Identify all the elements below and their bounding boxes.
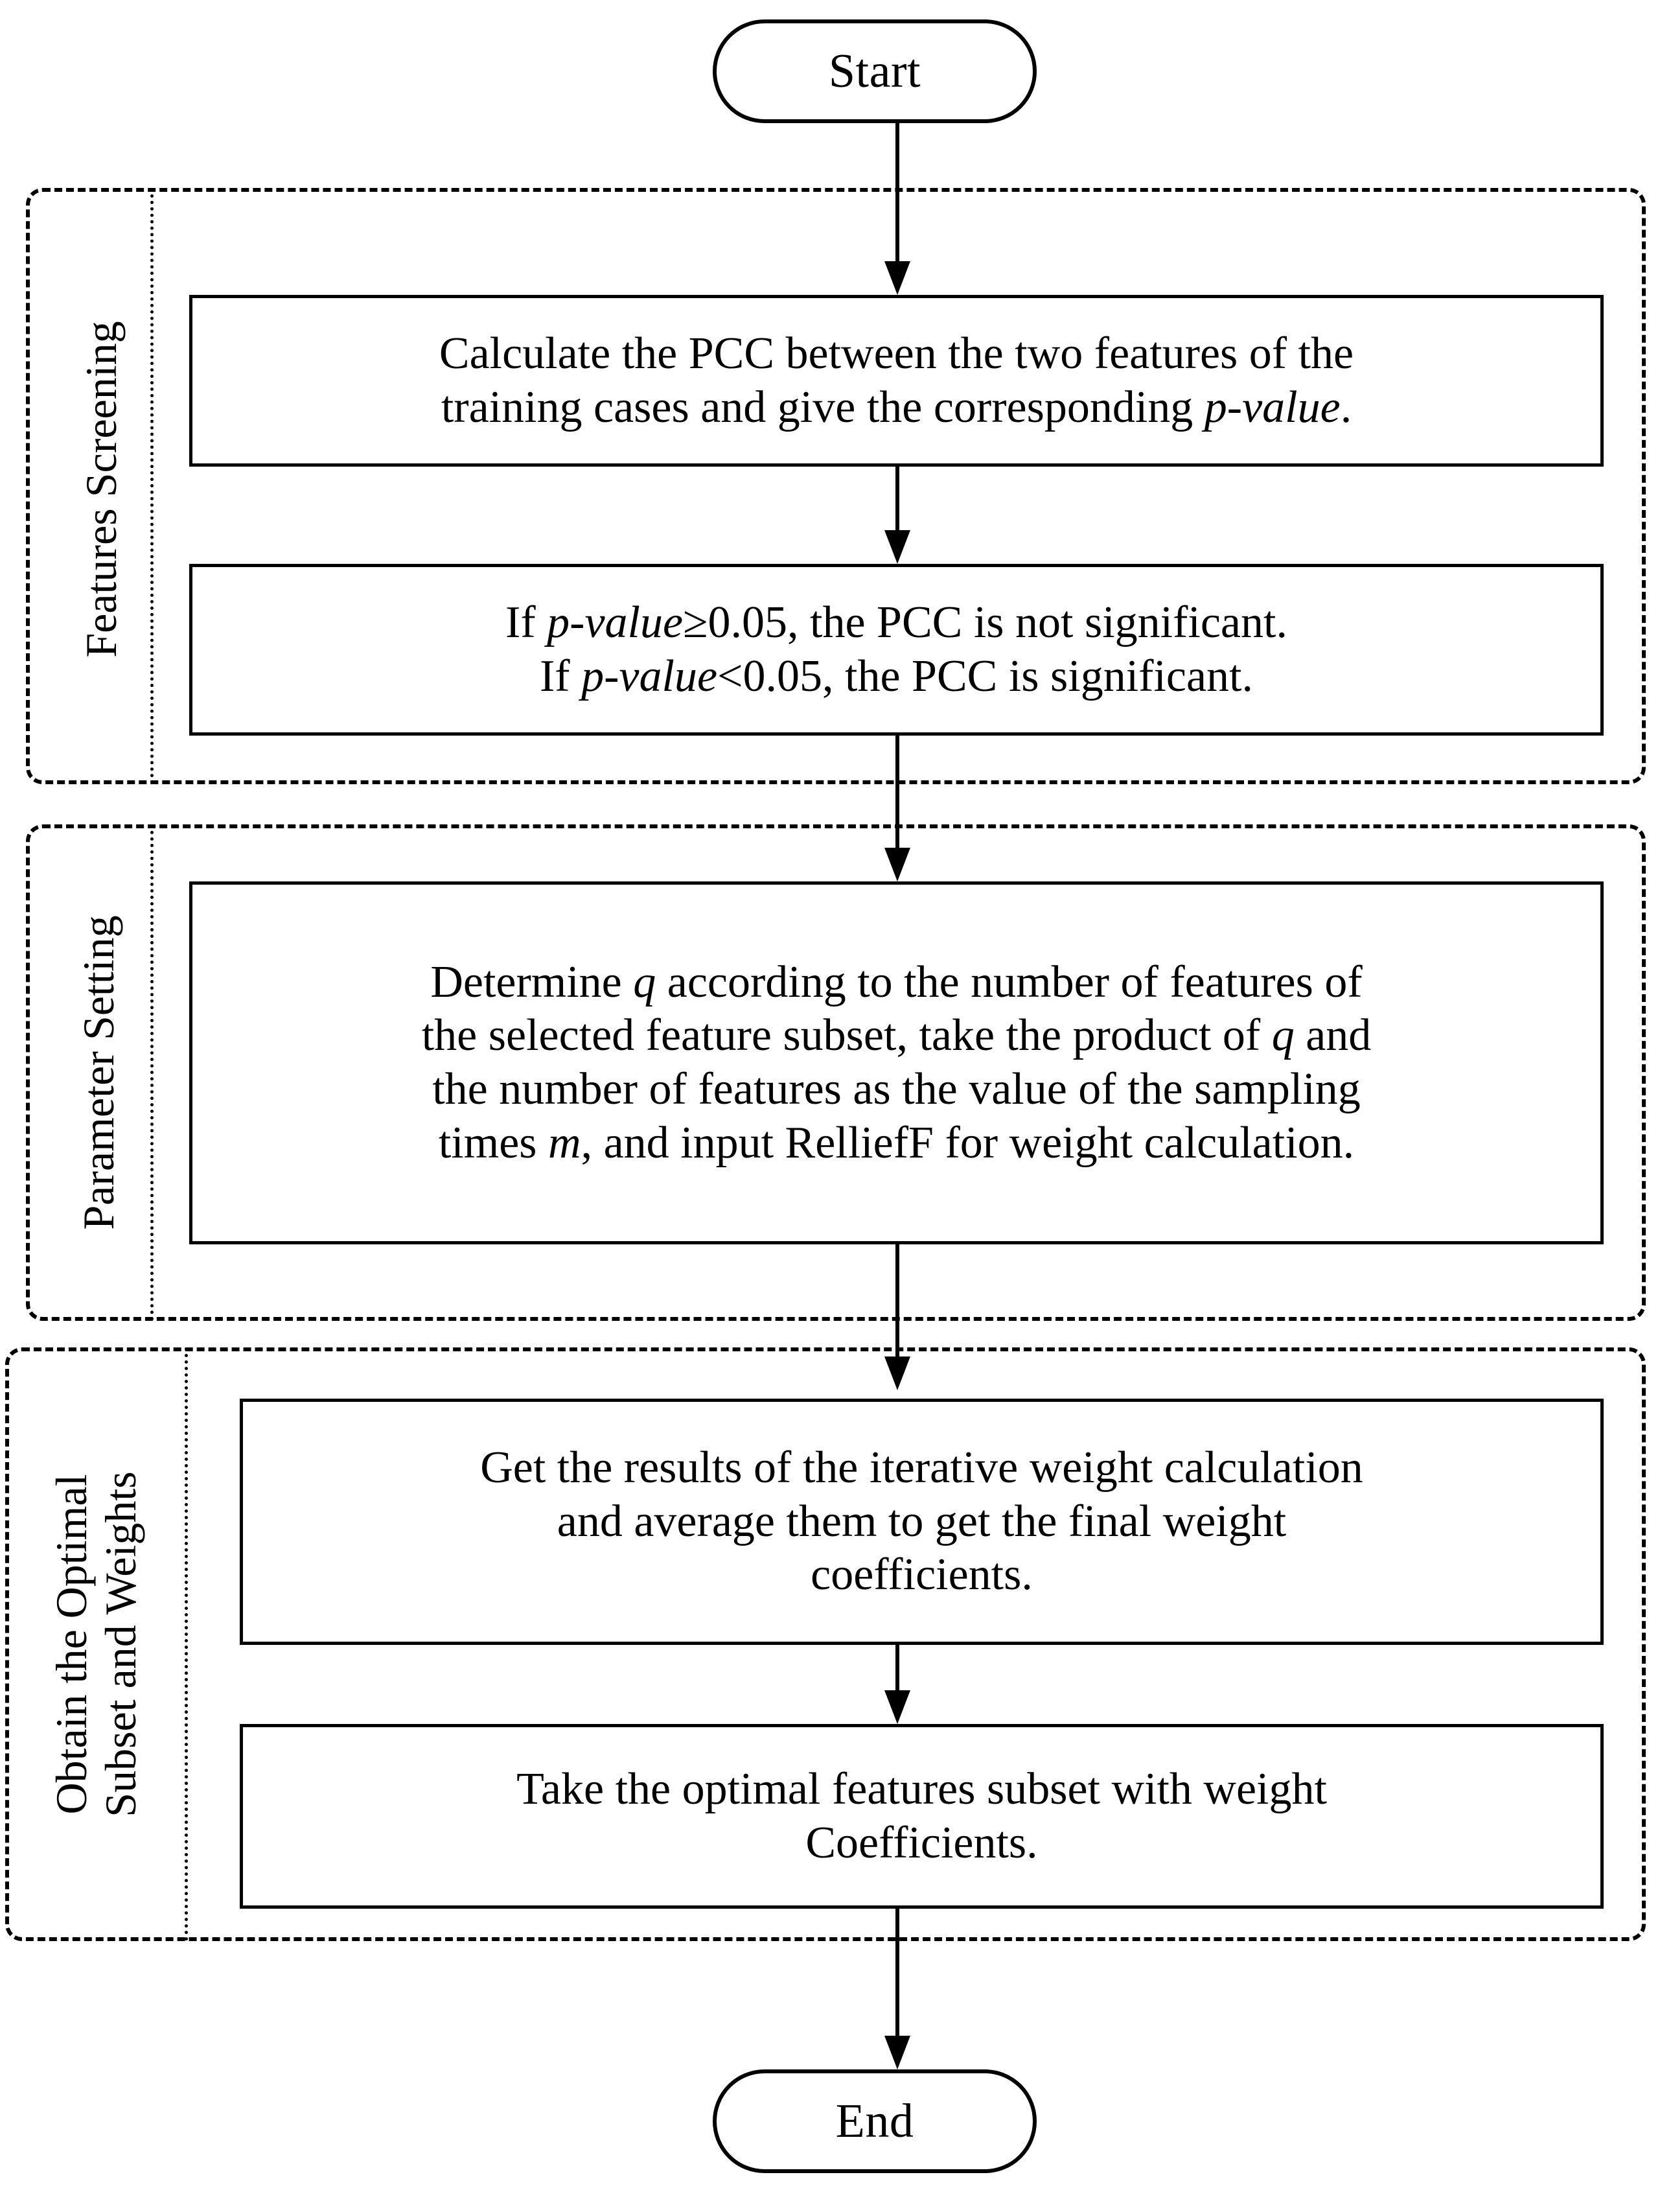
group-3-label: Obtain the Optimal Subset and Weights <box>44 1359 148 1929</box>
node-step4[interactable]: Get the results of the iterative weight … <box>240 1399 1604 1645</box>
connector-shaft <box>895 467 899 530</box>
connector-shaft <box>895 123 899 261</box>
node-step1-line2-a: training cases and give the correspondin… <box>441 382 1205 432</box>
node-step3-line4-b: , and input RelliefF for weight calculat… <box>581 1117 1355 1168</box>
group-2-label: Parameter Setting <box>73 915 123 1230</box>
node-step2-line1-b: ≥0.05, the PCC is not significant. <box>683 597 1287 647</box>
group-3-divider <box>185 1347 188 1941</box>
node-step3-line3: the number of features as the value of t… <box>432 1064 1361 1114</box>
connector-shaft <box>895 1909 899 2036</box>
arrowhead-icon <box>884 848 910 881</box>
node-step5-line1: Take the optimal features subset with we… <box>516 1764 1327 1814</box>
node-step1[interactable]: Calculate the PCC between the two featur… <box>189 295 1604 467</box>
connector-shaft <box>895 736 899 848</box>
node-start[interactable]: Start <box>713 19 1037 123</box>
group-1-divider <box>150 188 154 784</box>
node-step3-line4-em: m <box>548 1117 581 1168</box>
group-1-label: Features Screening <box>76 321 126 658</box>
arrowhead-icon <box>884 261 910 295</box>
group-2-divider <box>150 824 154 1321</box>
node-step5[interactable]: Take the optimal features subset with we… <box>240 1724 1604 1909</box>
group-3-label-line1: Obtain the Optimal <box>46 1474 96 1815</box>
node-step1-line2-em: p-value <box>1204 382 1341 432</box>
node-step2-line2-em: p-value <box>581 651 718 701</box>
connector-shaft <box>895 1645 899 1690</box>
node-step3[interactable]: Determine q according to the number of f… <box>189 881 1604 1244</box>
group-3-label-line2: Subset and Weights <box>96 1471 145 1817</box>
node-step3-line2-a: the selected feature subset, take the pr… <box>421 1010 1272 1061</box>
node-step3-text: Determine q according to the number of f… <box>204 956 1589 1170</box>
node-step5-text: Take the optimal features subset with we… <box>255 1763 1589 1870</box>
group-parameter-setting <box>26 824 1646 1321</box>
node-step3-line1-a: Determine <box>430 957 634 1007</box>
connector-shaft <box>895 1244 899 1356</box>
node-step2-line1-a: If <box>505 597 548 647</box>
node-step3-line2-em: q <box>1271 1010 1295 1061</box>
node-step3-line1-em: q <box>633 957 656 1007</box>
node-step3-line1-b: according to the number of features of <box>656 957 1363 1007</box>
node-step2-line2-b: <0.05, the PCC is significant. <box>717 651 1253 701</box>
node-step4-line1: Get the results of the iterative weight … <box>480 1443 1363 1493</box>
node-step1-text: Calculate the PCC between the two featur… <box>204 327 1589 434</box>
node-step2-line1-em: p-value <box>547 597 684 647</box>
arrowhead-icon <box>884 530 910 564</box>
node-step5-line2: Coefficients. <box>805 1817 1038 1868</box>
node-step2[interactable]: If p-value≥0.05, the PCC is not signific… <box>189 564 1604 736</box>
node-start-label: Start <box>828 45 921 98</box>
node-step3-line4-a: times <box>438 1117 548 1168</box>
node-step2-line2-a: If <box>539 651 582 701</box>
node-step4-text: Get the results of the iterative weight … <box>255 1441 1589 1602</box>
group-features-screening <box>26 188 1646 784</box>
node-step2-text: If p-value≥0.05, the PCC is not signific… <box>204 596 1589 703</box>
node-end-label: End <box>835 2095 914 2148</box>
arrowhead-icon <box>884 1356 910 1390</box>
node-step1-line1: Calculate the PCC between the two featur… <box>439 328 1354 378</box>
arrowhead-icon <box>884 2036 910 2069</box>
group-obtain-optimal-subset-and-weights <box>5 1347 1646 1941</box>
node-step4-line2: and average them to get the final weight <box>557 1496 1287 1546</box>
node-step3-line2-b: and <box>1294 1010 1372 1061</box>
node-end[interactable]: End <box>713 2069 1037 2173</box>
node-step1-line2-b: . <box>1340 382 1352 432</box>
node-step4-line3: coefficients. <box>811 1550 1033 1600</box>
arrowhead-icon <box>884 1690 910 1724</box>
